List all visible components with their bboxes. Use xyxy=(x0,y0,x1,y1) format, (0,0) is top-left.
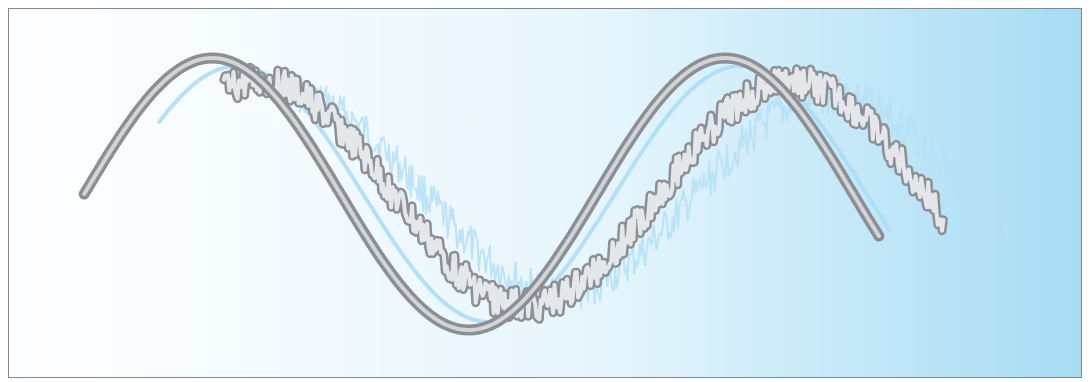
noisy-light-wave xyxy=(298,76,1009,313)
smooth-tube-highlight xyxy=(82,56,881,332)
noisy-tube-wave xyxy=(219,62,948,324)
noisy-light-line xyxy=(298,76,1009,313)
smooth-tube-wave xyxy=(78,52,885,336)
noisy-tube-highlight xyxy=(221,65,946,322)
waveform-illustration xyxy=(9,9,1081,377)
illustration-frame xyxy=(8,8,1082,378)
wave-layer xyxy=(78,52,1009,336)
